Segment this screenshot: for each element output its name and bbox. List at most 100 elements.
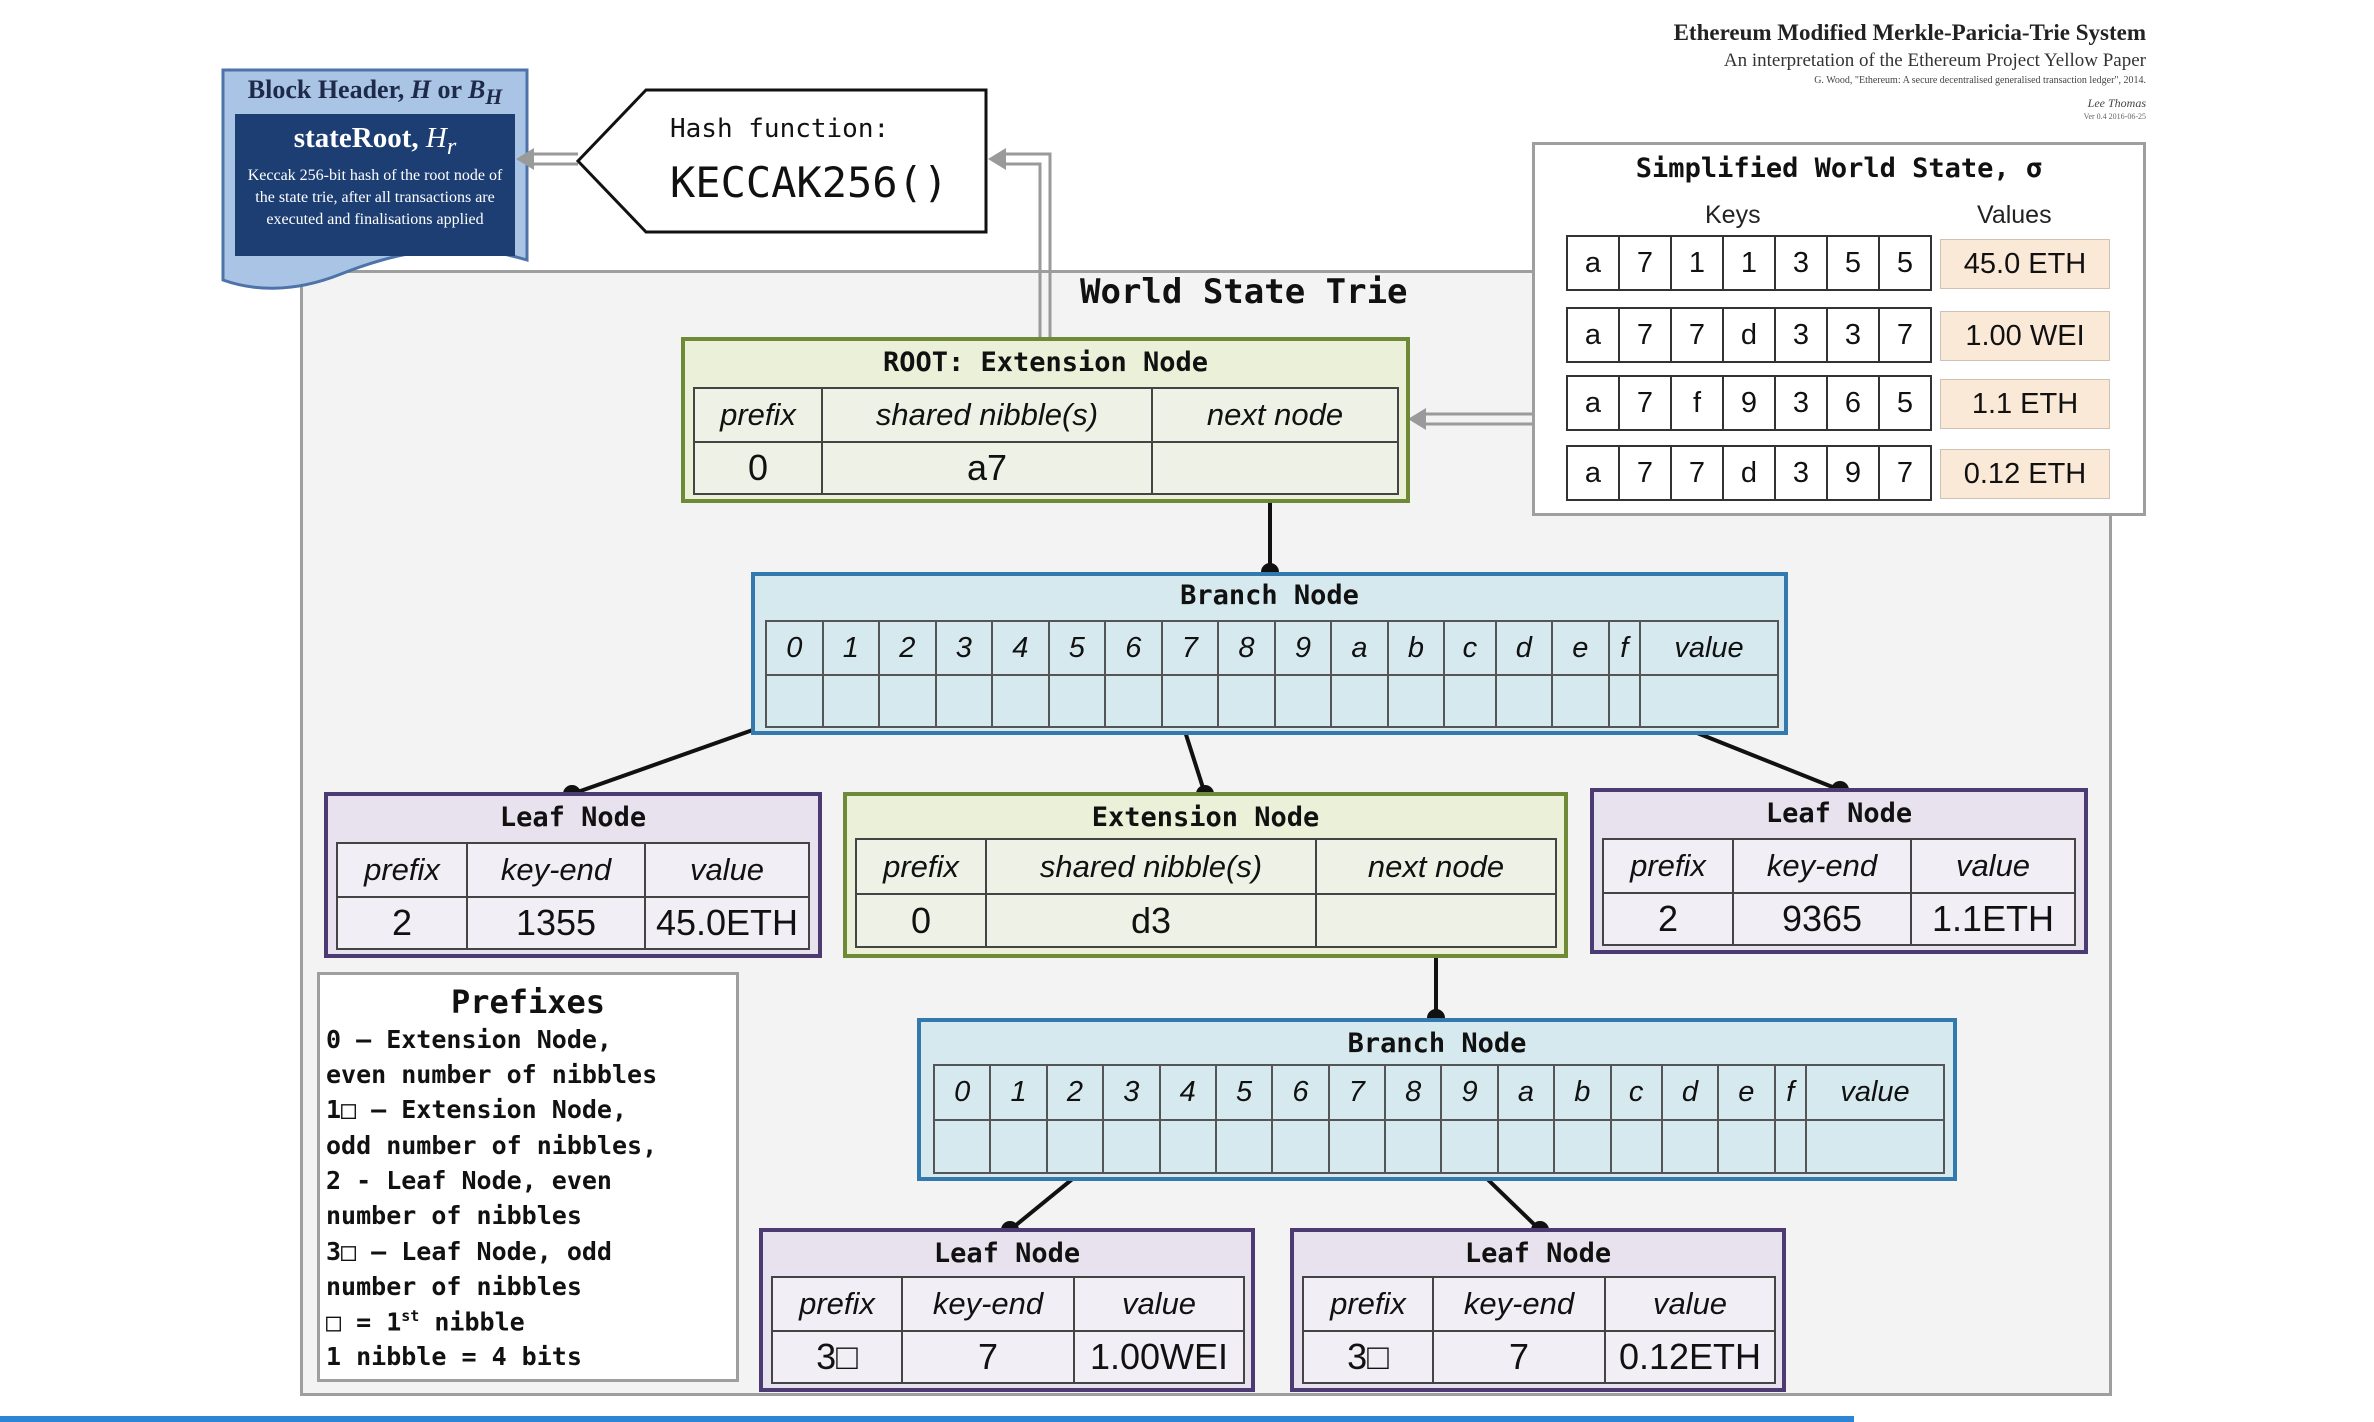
prefix-line: 1□ – Extension Node, <box>326 1095 628 1124</box>
prefix-line: number of nibbles <box>326 1201 582 1230</box>
branch-slot <box>1440 1119 1499 1174</box>
leaf-node-4-table: prefix key-end value 3□ 7 0.12ETH <box>1302 1276 1776 1384</box>
hash-function-shape <box>575 88 988 234</box>
branch-slot <box>1217 674 1276 728</box>
root-node-prefix-header: prefix <box>693 387 823 443</box>
branch-slot-label: a <box>1496 1064 1556 1121</box>
leaf-node-2-table: prefix key-end value 2 9365 1.1ETH <box>1602 838 2076 946</box>
branch-slot <box>1214 1119 1274 1174</box>
branch-slot-label: e <box>1551 620 1610 676</box>
branch-node-1-title: Branch Node <box>1180 580 1359 611</box>
world-state-key-nibble: 1 <box>1722 235 1776 291</box>
branch-slot-label: d <box>1660 1064 1720 1121</box>
branch-slot <box>1551 674 1610 728</box>
prefix-line: even number of nibbles <box>326 1060 658 1089</box>
branch-slot-label: 4 <box>1158 1064 1217 1121</box>
leaf-node-4-keyend-header: key-end <box>1432 1276 1606 1332</box>
branch-slot <box>1660 1119 1720 1174</box>
branch-slot-label: 9 <box>1273 620 1333 676</box>
leaf-node-1-title: Leaf Node <box>499 802 647 833</box>
document-version: Ver 0.4 2016-06-25 <box>2083 112 2146 121</box>
prefix-line: odd number of nibbles, <box>326 1131 658 1160</box>
world-state-key-nibble: 7 <box>1618 235 1672 291</box>
branch-slot <box>989 1119 1048 1174</box>
prefixes-title: Prefixes <box>450 983 606 1021</box>
world-state-key-nibble: a <box>1566 375 1620 431</box>
trie-title: World State Trie <box>1080 272 1408 312</box>
branch-slot <box>1327 1119 1387 1174</box>
branch-slot <box>1047 674 1107 728</box>
branch-slot-label: 9 <box>1440 1064 1499 1121</box>
hash-function-box: Hash function: KECCAK256() <box>570 88 990 234</box>
stateroot-description: Keccak 256-bit hash of the root node of … <box>247 166 503 228</box>
branch-slot <box>1158 1119 1217 1174</box>
leaf-node-4-keyend: 7 <box>1432 1330 1606 1384</box>
branch-slot <box>1553 1119 1612 1174</box>
document-citation: G. Wood, "Ethereum: A secure decentralis… <box>1814 75 2146 86</box>
branch-slot-label: 2 <box>878 620 937 676</box>
world-state-key-nibble: 7 <box>1670 307 1724 363</box>
ext-node-2-prefix: 0 <box>855 893 987 948</box>
branch-slot-label: c <box>1443 620 1497 676</box>
world-state-key-nibble: f <box>1670 375 1724 431</box>
branch-node-2-title: Branch Node <box>1347 1028 1527 1059</box>
prefix-line: 2 - Leaf Node, even <box>326 1166 612 1195</box>
leaf-node-3-prefix-header: prefix <box>771 1276 903 1332</box>
root-node-shared: a7 <box>821 441 1153 495</box>
leaf-node-2-value-header: value <box>1910 838 2076 894</box>
branch-slot-label: c <box>1609 1064 1663 1121</box>
branch-slot-label: 1 <box>989 1064 1048 1121</box>
branch-slot-label: f <box>1607 620 1642 676</box>
leaf-node-2-keyend: 9365 <box>1732 892 1912 946</box>
world-state-key-nibble: 7 <box>1618 445 1672 501</box>
document-author: Lee Thomas <box>2087 96 2146 110</box>
world-state-key-nibble: 3 <box>1826 307 1880 363</box>
root-node-next <box>1151 441 1399 495</box>
ext-node-2-title: Extension Node <box>1091 802 1320 833</box>
world-state-key-nibble: 3 <box>1774 445 1828 501</box>
branch-slot <box>1773 1119 1808 1174</box>
branch-slot <box>934 674 994 728</box>
branch-value-slot <box>1805 1119 1945 1174</box>
branch-slot-label: 5 <box>1214 1064 1274 1121</box>
prefix-bits-note: 1 nibble = 4 bits <box>326 1342 582 1371</box>
world-state-value: 45.0 ETH <box>1940 239 2110 289</box>
world-state-key-nibble: 7 <box>1670 445 1724 501</box>
prefix-nibble-note: □ = 1st nibble <box>326 1307 525 1337</box>
hash-function-name: KECCAK256() <box>670 158 949 207</box>
world-state-value: 1.1 ETH <box>1940 379 2110 429</box>
branch-slot <box>1160 674 1220 728</box>
document-subtitle: An interpretation of the Ethereum Projec… <box>1723 50 2146 71</box>
document-header: Ethereum Modified Merkle-Paricia-Trie Sy… <box>1346 20 2146 121</box>
ext-node-2-shared: d3 <box>985 893 1317 948</box>
ext-node-2-next <box>1315 893 1557 948</box>
world-state-value: 1.00 WEI <box>1940 311 2110 361</box>
branch-slot <box>878 674 937 728</box>
branch-slot <box>1609 1119 1663 1174</box>
ext-node-2-next-header: next node <box>1315 838 1557 895</box>
leaf-node-3-keyend-header: key-end <box>901 1276 1075 1332</box>
branch-slot <box>1386 674 1446 728</box>
branch-slot <box>1271 1119 1330 1174</box>
branch-slot-label: 8 <box>1217 620 1276 676</box>
branch-slot-label: d <box>1494 620 1554 676</box>
leaf-node-1-value: 45.0ETH <box>644 896 810 950</box>
world-state-key-nibble: 7 <box>1618 307 1672 363</box>
leaf-node-3-title: Leaf Node <box>933 1238 1081 1269</box>
world-state-key-nibble: d <box>1722 307 1776 363</box>
leaf-node-3-table: prefix key-end value 3□ 7 1.00WEI <box>771 1276 1245 1384</box>
branch-slot-label: b <box>1386 620 1446 676</box>
extension-node-2: Extension Node prefix shared nibble(s) n… <box>843 792 1568 958</box>
branch-slot-label: e <box>1717 1064 1776 1121</box>
branch-slot-label: 6 <box>1104 620 1163 676</box>
leaf-node-2: Leaf Node prefix key-end value 2 9365 1.… <box>1590 788 2088 954</box>
world-state-key-nibble: d <box>1722 445 1776 501</box>
ext-node-2-shared-header: shared nibble(s) <box>985 838 1317 895</box>
leaf-node-3-keyend: 7 <box>901 1330 1075 1384</box>
